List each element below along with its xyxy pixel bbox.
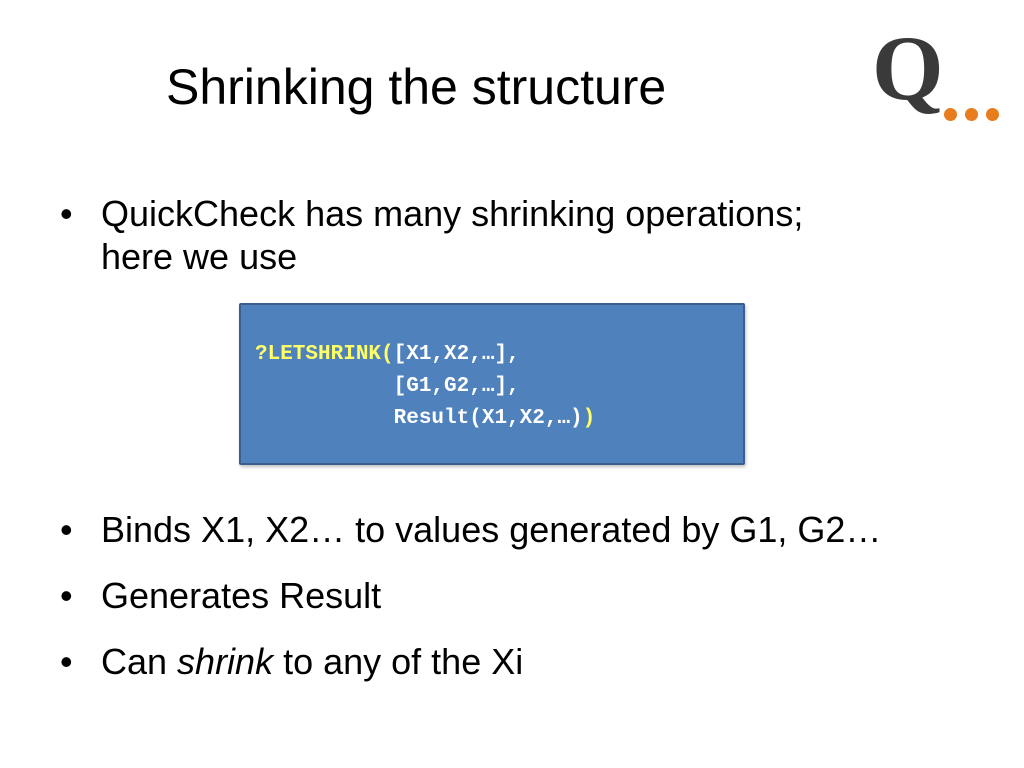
bullet-shrinking-operations: QuickCheck has many shrinking operations… bbox=[101, 192, 803, 278]
bullet-line: QuickCheck has many shrinking operations… bbox=[101, 193, 804, 234]
logo-dot bbox=[986, 108, 999, 121]
logo-ellipsis-dots bbox=[944, 108, 1008, 122]
code-text: [X1,X2,…], bbox=[393, 343, 520, 366]
bullet-binds: Binds X1, X2… to values generated by G1,… bbox=[101, 509, 882, 550]
code-keyword: ) bbox=[582, 407, 596, 430]
code-indent bbox=[255, 407, 394, 430]
code-text: Result(X1,X2,…) bbox=[393, 407, 583, 430]
bullet-text-part: to any of the Xi bbox=[273, 641, 524, 682]
logo-dot bbox=[965, 108, 978, 121]
slide-title: Shrinking the structure bbox=[166, 59, 667, 115]
code-text: [G1,G2,…], bbox=[393, 375, 520, 398]
bullet-can-shrink: Can shrink to any of the Xi bbox=[101, 640, 523, 683]
bullet-emphasis: shrink bbox=[177, 641, 274, 682]
code-indent bbox=[255, 375, 394, 398]
code-letshrink: ?LETSHRINK([X1,X2,…], [G1,G2,…], Result(… bbox=[255, 339, 595, 435]
bullet-line: here we use bbox=[101, 236, 298, 278]
bullet-marker: • bbox=[60, 193, 73, 234]
quickcheck-logo: Q bbox=[872, 22, 1012, 132]
code-keyword: ?LETSHRINK( bbox=[255, 343, 394, 366]
bullet-marker: • bbox=[60, 575, 73, 616]
code-block: ?LETSHRINK([X1,X2,…], [G1,G2,…], Result(… bbox=[239, 303, 745, 465]
logo-q-letter: Q bbox=[872, 17, 944, 119]
logo-dot bbox=[944, 108, 957, 121]
bullet-marker: • bbox=[60, 641, 73, 682]
bullet-marker: • bbox=[60, 509, 73, 550]
bullet-text-part: Can bbox=[101, 641, 178, 682]
bullet-generates-result: Generates Result bbox=[101, 575, 382, 616]
